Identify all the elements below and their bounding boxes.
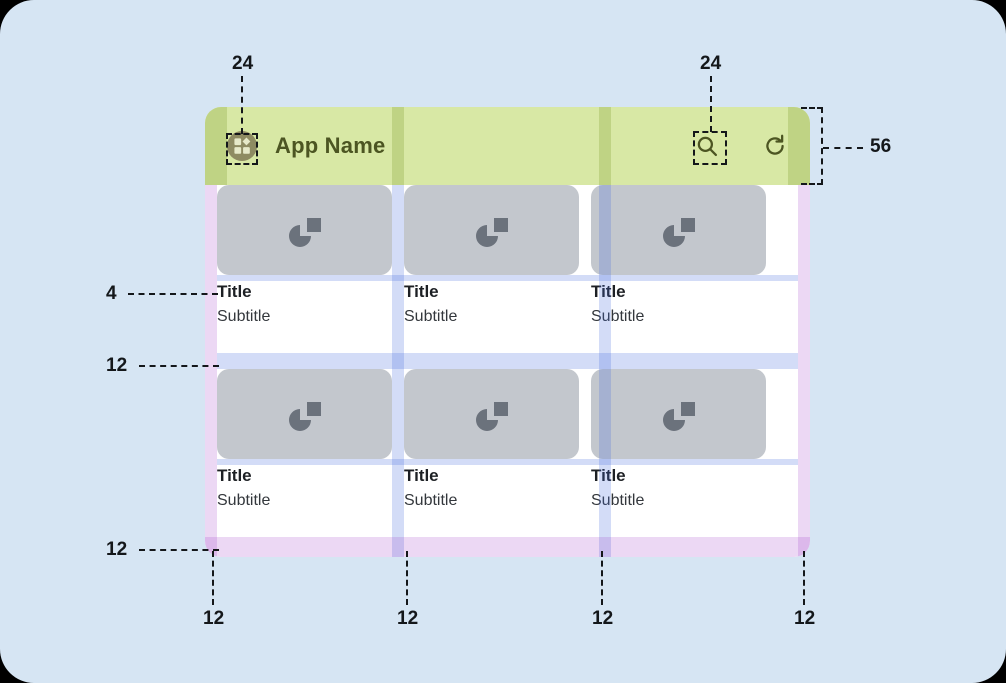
leader-line-row-gap [139, 365, 219, 367]
card[interactable]: Title Subtitle [217, 369, 392, 537]
annotation-icon-size-left: 24 [232, 53, 254, 74]
leader-line-gutter-right [803, 551, 805, 605]
card-text: Title Subtitle [217, 459, 392, 512]
image-placeholder-icon [288, 218, 321, 247]
card-subtitle: Subtitle [217, 492, 271, 509]
annotation-gutter-mid-1: 12 [397, 608, 419, 629]
card-title: Title [404, 282, 439, 301]
card[interactable]: Title Subtitle [591, 185, 766, 353]
card[interactable]: Title Subtitle [217, 185, 392, 353]
card-media [217, 369, 392, 459]
annotation-icon-size-right: 24 [700, 53, 722, 74]
image-placeholder-icon [662, 218, 695, 247]
card-text: Title Subtitle [404, 275, 579, 328]
card-media [217, 185, 392, 275]
leader-line-appbar-height [823, 147, 863, 149]
selection-box-search-icon [693, 131, 727, 165]
card-text: Title Subtitle [591, 459, 766, 512]
card[interactable]: Title Subtitle [404, 185, 579, 353]
card-media [591, 369, 766, 459]
dashboard-grid-icon[interactable] [227, 131, 257, 161]
card[interactable]: Title Subtitle [591, 369, 766, 537]
leader-line-gutter-mid-2 [601, 551, 603, 605]
app-title: App Name [275, 133, 386, 158]
card-text: Title Subtitle [591, 275, 766, 328]
card-row: Title Subtitle Title Subtitle [205, 369, 810, 537]
refresh-icon[interactable] [762, 133, 788, 159]
card-grid: Title Subtitle Title Subtitle [205, 185, 810, 557]
search-icon[interactable] [694, 133, 720, 159]
card-subtitle: Subtitle [591, 492, 645, 509]
app-bar-leading: App Name [227, 131, 694, 161]
overlay-padding-bottom [205, 537, 810, 557]
card-title: Title [217, 282, 252, 301]
card-row: Title Subtitle Title Subtitle [205, 185, 810, 353]
leader-line-gutter-mid-1 [406, 551, 408, 605]
annotation-media-title-gap: 4 [106, 283, 117, 304]
leader-line-bottom-padding [139, 549, 219, 551]
card-subtitle: Subtitle [404, 308, 458, 325]
selection-box-menu-icon [226, 133, 258, 165]
card-text: Title Subtitle [217, 275, 392, 328]
annotation-gutter-mid-2: 12 [592, 608, 614, 629]
annotation-appbar-height: 56 [870, 136, 892, 157]
overlay-row-gap [217, 353, 798, 369]
card-subtitle: Subtitle [591, 308, 645, 325]
card-subtitle: Subtitle [217, 308, 271, 325]
card-title: Title [591, 282, 626, 301]
annotation-row-gap: 12 [106, 355, 128, 376]
leader-line-media-title-gap [128, 293, 218, 295]
leader-line-icon-size-left [241, 76, 243, 134]
app-bar-actions [694, 133, 788, 159]
leader-line-icon-size-right [710, 76, 712, 132]
image-placeholder-icon [475, 218, 508, 247]
card-media [404, 185, 579, 275]
device-frame: App Name [205, 107, 810, 557]
bracket-appbar-height [801, 107, 823, 185]
annotation-gutter-left: 12 [203, 608, 225, 629]
card-title: Title [217, 466, 252, 485]
card-title: Title [591, 466, 626, 485]
card-subtitle: Subtitle [404, 492, 458, 509]
image-placeholder-icon [475, 402, 508, 431]
card-text: Title Subtitle [404, 459, 579, 512]
card-media [591, 185, 766, 275]
leader-line-gutter-left [212, 551, 214, 605]
image-placeholder-icon [662, 402, 695, 431]
card-title: Title [404, 466, 439, 485]
card[interactable]: Title Subtitle [404, 369, 579, 537]
card-media [404, 369, 579, 459]
app-bar: App Name [205, 107, 810, 185]
image-placeholder-icon [288, 402, 321, 431]
annotation-gutter-right: 12 [794, 608, 816, 629]
annotation-bottom-padding: 12 [106, 539, 128, 560]
